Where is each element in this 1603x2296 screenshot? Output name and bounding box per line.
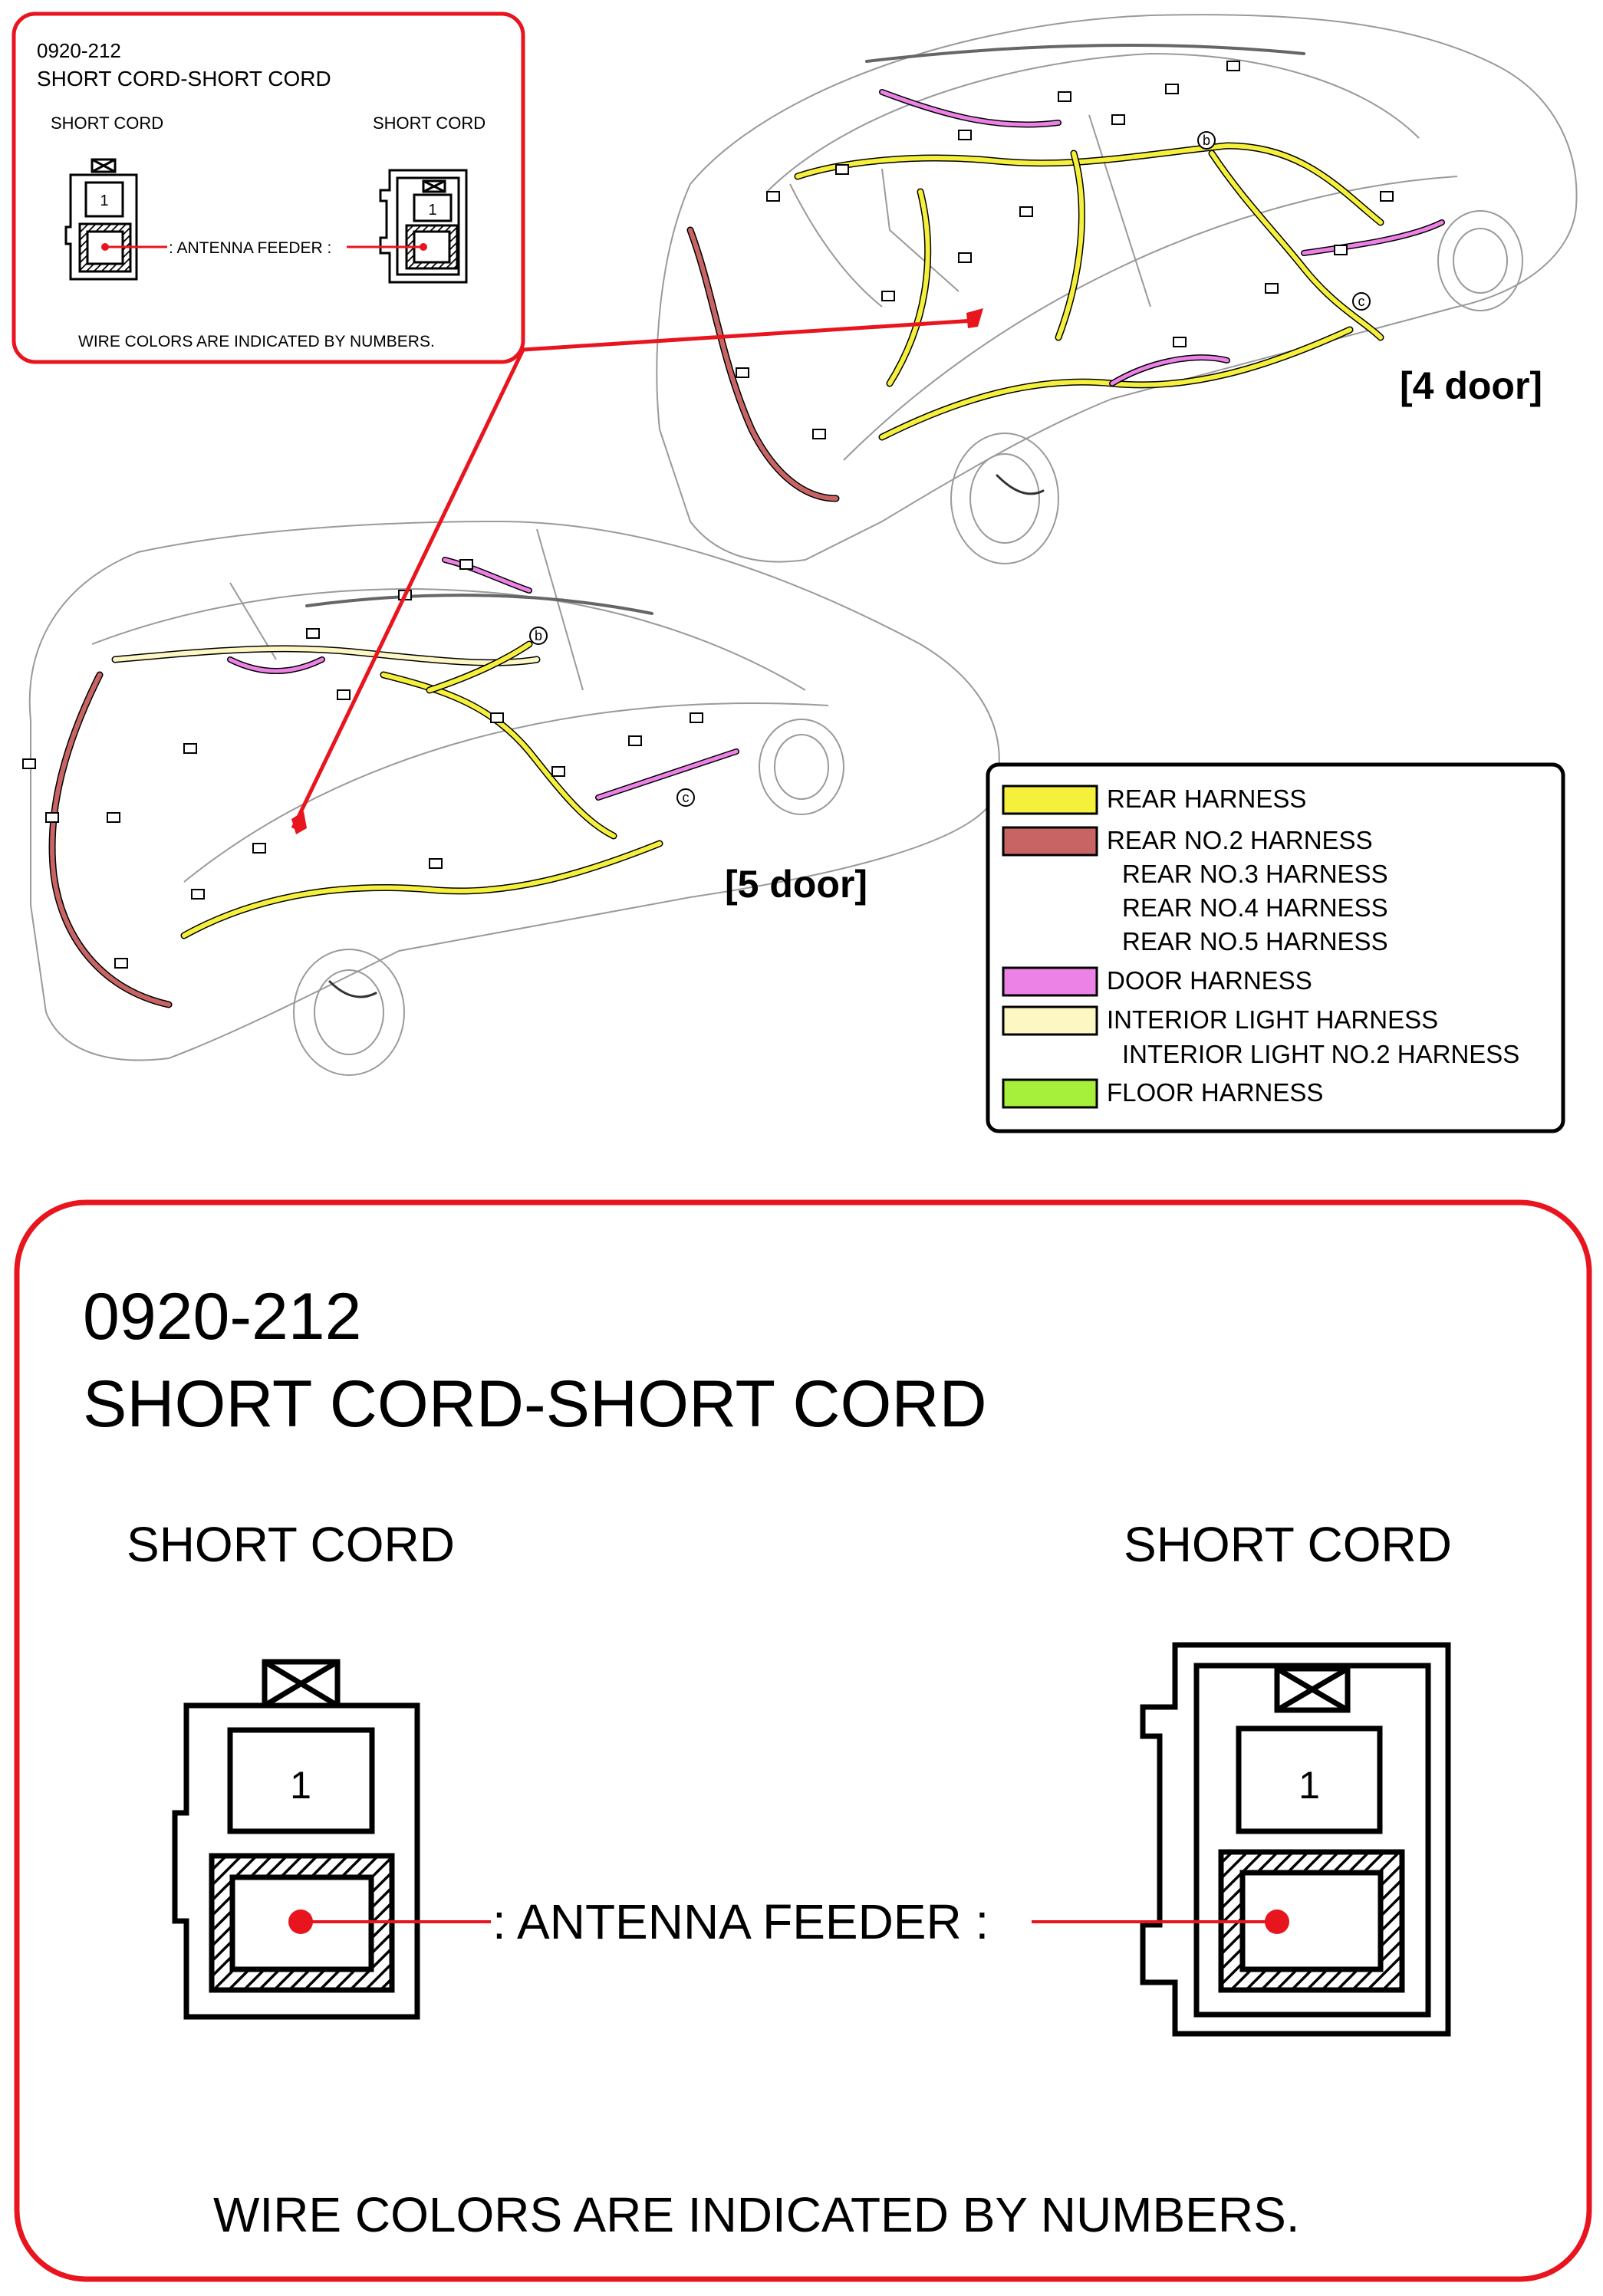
four-door-label: [4 door] xyxy=(1400,364,1542,407)
callout-c-4door: c xyxy=(1358,294,1365,309)
big-right-pin-number: 1 xyxy=(1299,1764,1320,1807)
four-door-callouts: b c xyxy=(1197,131,1371,311)
legend-text-rear-harness: REAR HARNESS xyxy=(1107,785,1306,813)
legend-text-door-harness: DOOR HARNESS xyxy=(1107,966,1312,995)
small-panel-title: SHORT CORD-SHORT CORD xyxy=(37,67,331,90)
small-right-pin-number: 1 xyxy=(428,202,436,219)
big-panel-note: WIRE COLORS ARE INDICATED BY NUMBERS. xyxy=(213,2187,1300,2242)
small-connector-panel: 0920-212 SHORT CORD-SHORT CORD SHORT COR… xyxy=(12,12,525,364)
small-left-pin-number: 1 xyxy=(100,192,108,209)
callout-b-4door: b xyxy=(1203,133,1210,148)
legend-swatch-door-harness xyxy=(1002,966,1098,997)
four-door-connectors xyxy=(736,61,1394,439)
legend-swatch-interior-light-harness xyxy=(1002,1005,1098,1036)
small-right-connector-label: SHORT CORD xyxy=(373,113,486,133)
harness-legend: REAR HARNESS REAR NO.2 HARNESS REAR NO.3… xyxy=(986,762,1565,1133)
legend-text-rear-no5-harness: REAR NO.5 HARNESS xyxy=(1122,927,1388,956)
small-feeder-label: : ANTENNA FEEDER : xyxy=(169,239,331,257)
legend-text-rear-no4-harness: REAR NO.4 HARNESS xyxy=(1122,893,1388,922)
legend-swatch-rear-harness xyxy=(1002,785,1098,815)
legend-text-interior-light-harness: INTERIOR LIGHT HARNESS xyxy=(1107,1005,1438,1034)
big-left-connector-label: SHORT CORD xyxy=(127,1517,455,1572)
big-panel-code: 0920-212 xyxy=(83,1280,361,1354)
big-left-connector xyxy=(172,1659,420,2020)
big-feeder-label: : ANTENNA FEEDER : xyxy=(492,1894,989,1949)
four-door-car xyxy=(656,14,1578,564)
big-panel-title: SHORT CORD-SHORT CORD xyxy=(83,1367,987,1441)
five-door-harness-wires xyxy=(48,557,739,1008)
callout-c-5door: c xyxy=(683,790,690,805)
five-door-connectors xyxy=(22,559,703,969)
big-right-connector xyxy=(1140,1642,1451,2037)
five-door-car xyxy=(28,520,1000,1076)
legend-swatch-rear-no2-harness xyxy=(1002,826,1098,857)
four-door-harness-wires xyxy=(686,44,1445,502)
small-panel-code: 0920-212 xyxy=(37,39,121,62)
small-panel-note: WIRE COLORS ARE INDICATED BY NUMBERS. xyxy=(78,333,435,350)
small-right-connector xyxy=(379,169,468,284)
small-right-feeder-dot xyxy=(420,243,427,251)
callout-b-5door: b xyxy=(535,628,542,643)
small-left-feeder-dot xyxy=(101,243,109,251)
small-left-connector-label: SHORT CORD xyxy=(51,113,163,133)
legend-text-rear-no2-harness: REAR NO.2 HARNESS xyxy=(1107,826,1373,854)
big-connector-panel: 0920-212 SHORT CORD-SHORT CORD SHORT COR… xyxy=(14,1199,1592,2282)
five-door-label: [5 door] xyxy=(725,863,867,906)
big-right-feeder-dot xyxy=(1265,1909,1289,1934)
small-left-connector xyxy=(64,158,138,281)
legend-text-floor-harness: FLOOR HARNESS xyxy=(1107,1078,1323,1107)
legend-text-rear-no3-harness: REAR NO.3 HARNESS xyxy=(1122,860,1388,888)
big-right-connector-label: SHORT CORD xyxy=(1124,1517,1452,1572)
big-left-feeder-dot xyxy=(288,1909,313,1934)
legend-text-interior-light-no2-harness: INTERIOR LIGHT NO.2 HARNESS xyxy=(1122,1040,1519,1068)
legend-swatch-floor-harness xyxy=(1002,1078,1098,1109)
legend-border xyxy=(986,762,1565,1133)
callout-leader-lines xyxy=(291,308,983,834)
big-left-pin-number: 1 xyxy=(290,1764,311,1807)
five-door-callouts: b c xyxy=(529,627,695,807)
